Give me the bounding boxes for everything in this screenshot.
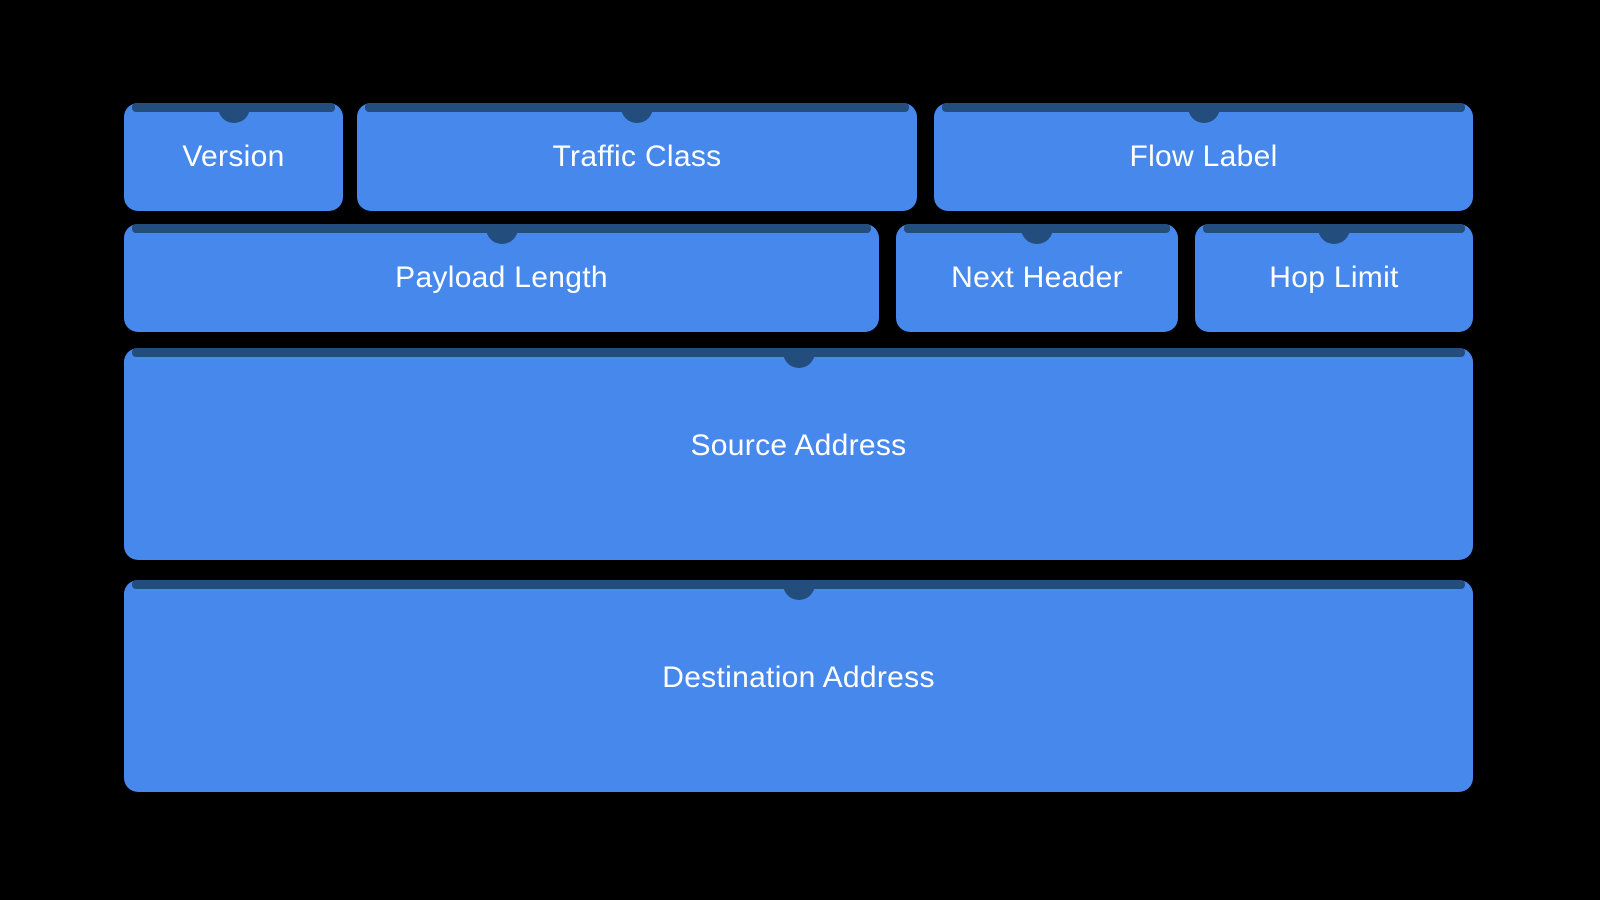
field-block-flow-label: Flow Label [934, 103, 1473, 211]
field-label-payload-length: Payload Length [395, 261, 608, 294]
connector-notch [782, 348, 815, 368]
field-block-payload-length: Payload Length [124, 224, 879, 332]
field-label-hop-limit: Hop Limit [1269, 261, 1399, 294]
connector-notch [1021, 224, 1053, 244]
connector-notch [1318, 224, 1350, 244]
connector-notch [1187, 103, 1220, 123]
field-label-next-header: Next Header [951, 261, 1123, 294]
field-block-destination-address: Destination Address [124, 580, 1473, 792]
field-block-source-address: Source Address [124, 348, 1473, 560]
connector-notch [621, 103, 653, 123]
field-label-destination-address: Destination Address [662, 661, 935, 694]
field-label-source-address: Source Address [690, 429, 907, 462]
connector-notch [485, 224, 518, 244]
field-label-traffic-class: Traffic Class [552, 140, 722, 173]
field-label-version: Version [182, 140, 285, 173]
connector-notch [217, 103, 250, 123]
connector-notch [782, 580, 815, 600]
field-block-traffic-class: Traffic Class [357, 103, 917, 211]
field-block-hop-limit: Hop Limit [1195, 224, 1473, 332]
field-label-flow-label: Flow Label [1129, 140, 1278, 173]
field-block-next-header: Next Header [896, 224, 1178, 332]
field-block-version: Version [124, 103, 343, 211]
